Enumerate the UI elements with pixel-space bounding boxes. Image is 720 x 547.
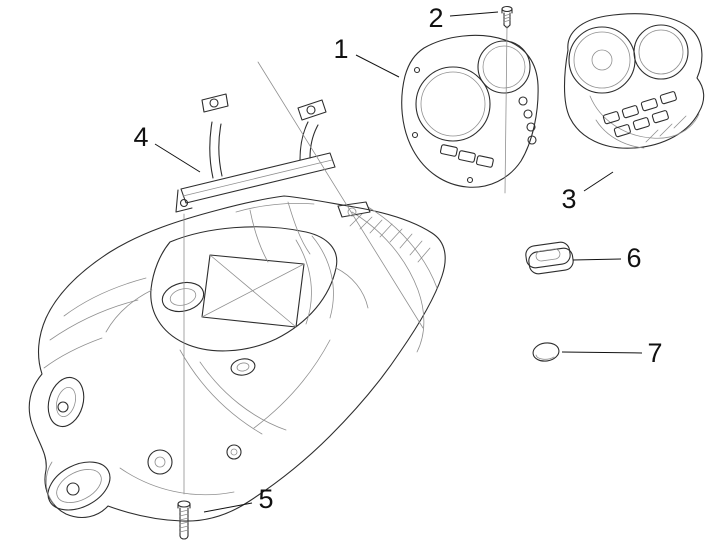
callout-5-leader-line xyxy=(203,502,253,513)
callout-label-1: 1 xyxy=(333,34,348,64)
callout-6-leader-line xyxy=(572,258,622,261)
callout-2-leader-line xyxy=(449,11,499,17)
mounting-screw-top xyxy=(501,5,513,29)
instrument-cluster-assembly xyxy=(564,13,705,149)
callout-7-leader-line xyxy=(561,351,643,354)
fixing-screw-bottom xyxy=(177,500,191,540)
rubber-grommet xyxy=(525,241,574,275)
callout-label-5: 5 xyxy=(258,484,273,514)
callout-label-4: 4 xyxy=(133,122,148,152)
callout-1-leader-line xyxy=(355,54,400,78)
instrument-panel-face xyxy=(401,34,539,188)
callout-layer: 1 2 3 4 5 6 7 xyxy=(133,3,662,514)
callout-3-leader-line xyxy=(583,171,614,192)
callout-label-6: 6 xyxy=(626,243,641,273)
callout-label-2: 2 xyxy=(428,3,443,33)
assembly-axis-lines xyxy=(183,25,508,495)
callout-label-7: 7 xyxy=(647,338,662,368)
support-bracket xyxy=(175,93,336,213)
handlebar-cover xyxy=(28,195,446,522)
callout-label-3: 3 xyxy=(561,184,576,214)
callout-4-leader-line xyxy=(154,143,201,173)
cover-cap xyxy=(532,342,560,362)
